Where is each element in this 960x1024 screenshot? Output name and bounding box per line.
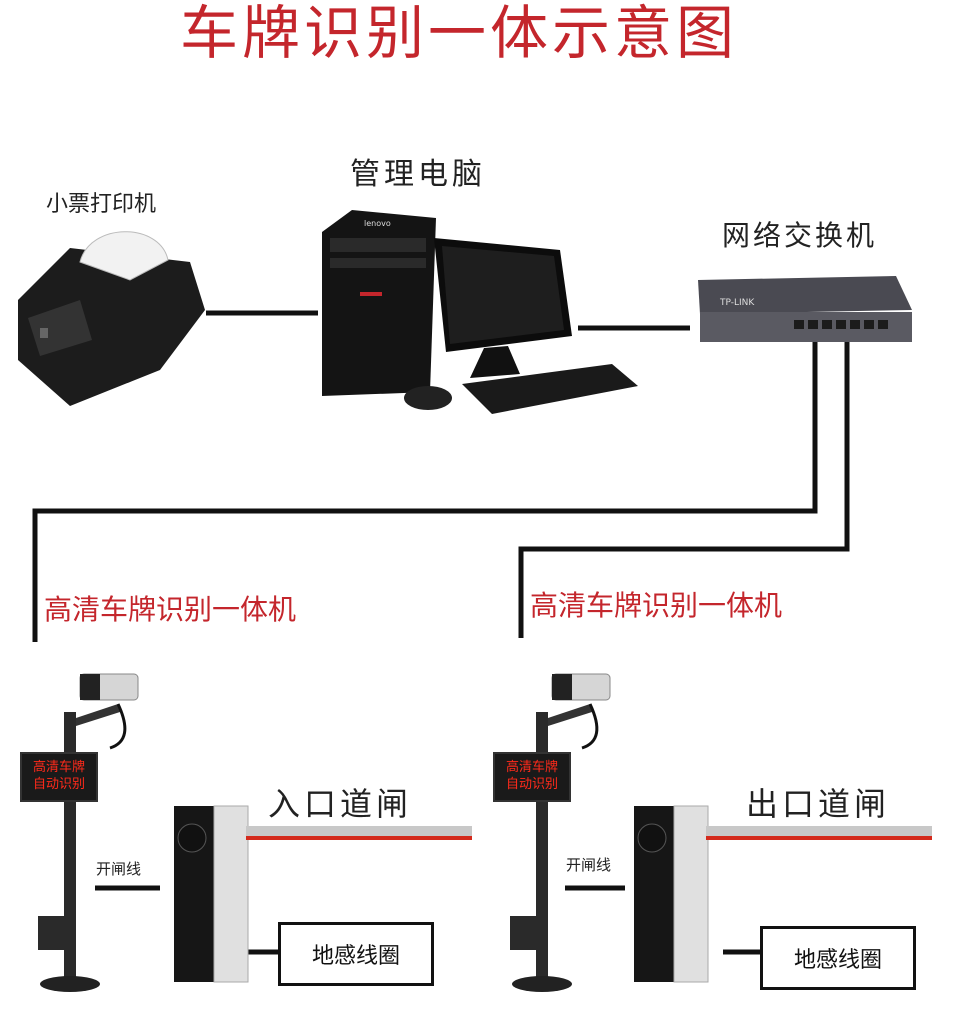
- entry-led-display: 高清车牌 自动识别: [20, 752, 98, 802]
- management-pc: lenovo: [322, 210, 638, 414]
- network-switch: TP-LINK: [698, 276, 912, 342]
- exit-barrier-gate: [634, 805, 932, 983]
- exit-camera-label: 高清车牌识别一体机: [530, 589, 783, 622]
- network-cables: [32, 310, 850, 955]
- entry-camera-post: [38, 673, 139, 992]
- exit-camera-post: [510, 673, 611, 992]
- pc-brand: lenovo: [364, 219, 391, 228]
- entry-loop-label: 地感线圈: [311, 944, 400, 969]
- entry-camera-label: 高清车牌识别一体机: [44, 593, 297, 626]
- diagram-title: 车牌识别一体示意图: [180, 0, 739, 67]
- exit-loop-box: 地感线圈: [760, 926, 916, 990]
- switch-label: 网络交换机: [722, 219, 878, 252]
- switch-entry-cable: [32, 340, 818, 642]
- entry-led-line-2: 自动识别: [32, 777, 85, 792]
- entry-barrier-gate: [174, 805, 472, 983]
- switch-exit-cable: [518, 340, 850, 638]
- switch-brand: TP-LINK: [719, 298, 755, 308]
- entry-gate-label: 入口道闸: [268, 785, 413, 823]
- exit-led-display: 高清车牌 自动识别: [493, 752, 571, 802]
- pc-label: 管理电脑: [350, 157, 486, 192]
- receipt-printer: [18, 231, 205, 406]
- exit-led-line-1: 高清车牌: [505, 760, 558, 775]
- exit-open-line-label: 开闸线: [566, 856, 612, 874]
- exit-loop-label: 地感线圈: [793, 948, 882, 973]
- exit-led-line-2: 自动识别: [505, 777, 558, 792]
- exit-gate-label: 出口道闸: [746, 785, 891, 823]
- entry-led-line-1: 高清车牌: [32, 760, 85, 775]
- entry-loop-box: 地感线圈: [278, 922, 434, 986]
- entry-open-line-label: 开闸线: [96, 860, 142, 878]
- printer-label: 小票打印机: [46, 192, 157, 217]
